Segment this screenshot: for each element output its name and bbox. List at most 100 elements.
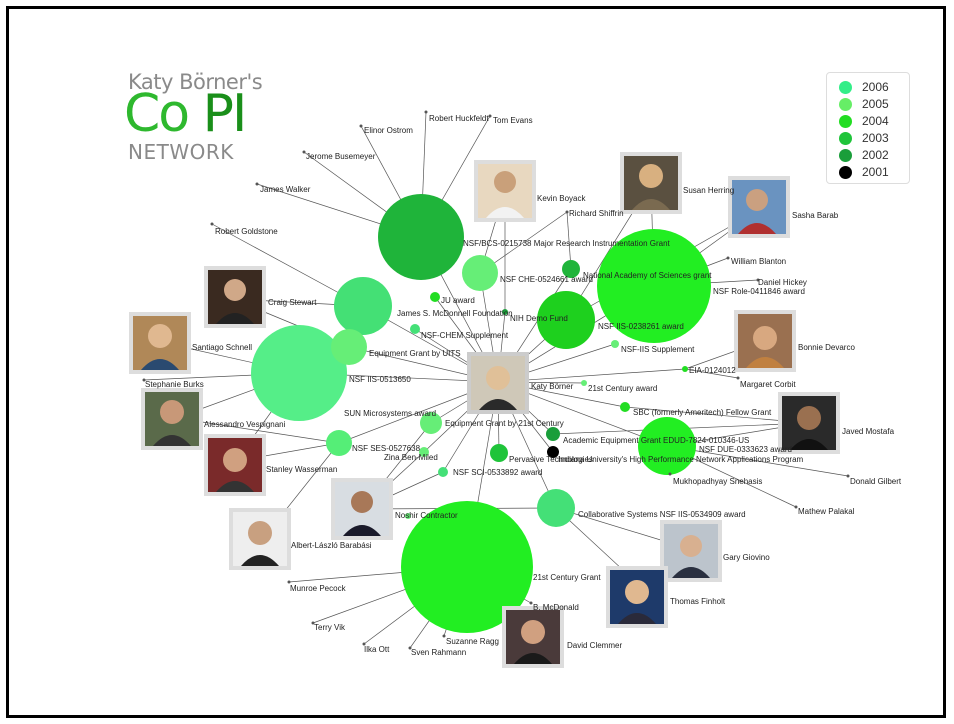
portrait-katy-borner <box>467 352 529 414</box>
label-susan-herring: Susan Herring <box>683 186 734 195</box>
label-donald-gilbert: Donald Gilbert <box>850 477 902 486</box>
legend-swatch <box>839 80 852 94</box>
portrait-susan-herring <box>620 152 682 214</box>
grant-bubble <box>378 194 464 280</box>
label-stanley-wasserman: Stanley Wasserman <box>266 465 337 474</box>
label-richard-shiffrin: Richard Shiffrin <box>569 209 624 218</box>
label-jerome-busemeyer: Jerome Busemeyer <box>306 152 376 161</box>
label-ilka-ott: Ilka Ott <box>364 645 390 654</box>
label-tom-evans: Tom Evans <box>493 116 533 125</box>
grant-bubble <box>405 513 411 519</box>
label-grant-mcdonnell: James S. McDonnell Foundation <box>397 309 513 318</box>
grant-bubble <box>326 430 352 456</box>
label-elinor-ostrom: Elinor Ostrom <box>364 126 413 135</box>
label-grant-sbc: SBC (formerly Ameritech) Fellow Grant <box>633 408 772 417</box>
grant-bubble <box>419 447 429 457</box>
grant-bubble <box>537 291 595 349</box>
portrait-sasha-barab <box>728 176 790 238</box>
grant-bubble <box>562 260 580 278</box>
label-grant-ju: JU award <box>441 296 475 305</box>
legend-swatch <box>839 148 852 162</box>
legend-year: 2003 <box>862 131 889 145</box>
label-grant-nsf-iis-supplement: NSF-IIS Supplement <box>621 345 695 354</box>
label-gary-giovino: Gary Giovino <box>723 553 770 562</box>
label-katy-borner: Katy Börner <box>531 382 574 391</box>
grant-bubble <box>331 329 367 365</box>
label-grant-nih-demo: NIH Demo Fund <box>510 314 568 323</box>
portrait-javed-mostafa <box>778 392 840 454</box>
legend-item: 2002 <box>839 147 889 163</box>
label-william-blanton: William Blanton <box>731 257 786 266</box>
header-pi: PI <box>202 84 248 144</box>
legend-item: 2005 <box>839 96 889 112</box>
label-mathew-palakal: Mathew Palakal <box>798 507 855 516</box>
grant-bubble <box>462 255 498 291</box>
header-network: NETWORK <box>128 140 234 164</box>
label-grant-sun: SUN Microsystems award <box>344 409 436 418</box>
label-bonnie-devarco: Bonnie Devarco <box>798 343 855 352</box>
legend-swatch <box>839 97 852 111</box>
person-dots <box>142 110 850 650</box>
label-santiago-schnell: Santiago Schnell <box>192 343 252 352</box>
grant-bubble <box>581 380 587 386</box>
label-grant-nsf-iis-0513650: NSF IIS-0513650 <box>349 375 411 384</box>
legend-item: 2006 <box>839 79 889 95</box>
label-grant-iu-hpn: Indiana University's High Performance Ne… <box>558 455 804 464</box>
portrait-alessandro-vespignani <box>141 388 203 450</box>
portrait-santiago-schnell <box>129 312 191 374</box>
label-sven-rahmann: Sven Rahmann <box>411 648 466 657</box>
label-robert-goldstone: Robert Goldstone <box>215 227 278 236</box>
label-javed-mostafa: Javed Mostafa <box>842 427 895 436</box>
grant-bubble <box>597 229 711 343</box>
labels: Robert Huckfeldt Tom Evans Elinor Ostrom… <box>145 114 902 657</box>
portrait-noshir-contractor <box>331 478 393 540</box>
grant-bubble <box>490 444 508 462</box>
grant-bubble <box>251 325 347 421</box>
label-grant-collaborative-systems: Collaborative Systems NSF IIS-0534909 aw… <box>578 510 746 519</box>
grant-bubble <box>410 324 420 334</box>
label-grant-nsf-due: NSF DUE-0333623 award <box>699 445 792 454</box>
label-b-mcdonald: B. McDonald <box>533 603 579 612</box>
grant-bubble <box>547 446 559 458</box>
label-daniel-hickey: Daniel Hickey <box>758 278 807 287</box>
grant-bubble <box>438 467 448 477</box>
portrait-albert-laszlo-barabasi <box>229 508 291 570</box>
label-terry-vik: Terry Vik <box>314 623 346 632</box>
label-craig-stewart: Craig Stewart <box>268 298 317 307</box>
grant-bubble <box>502 309 508 315</box>
label-kevin-boyack: Kevin Boyack <box>537 194 586 203</box>
label-james-walker: James Walker <box>260 185 311 194</box>
portrait-gary-giovino <box>660 520 722 582</box>
label-grant-nsf-role: NSF Role-0411846 award <box>713 287 805 296</box>
legend-item: 2003 <box>839 130 889 146</box>
grant-bubble <box>638 417 696 475</box>
label-thomas-finholt: Thomas Finholt <box>670 597 726 606</box>
portrait-david-clemmer <box>502 606 564 668</box>
label-grant-21st-equipment: Equipment Grant by 21st Century <box>445 419 564 428</box>
legend-swatch <box>839 114 852 128</box>
label-grant-eia: EIA-0124012 <box>689 366 736 375</box>
grant-bubble <box>334 277 392 335</box>
label-stephanie-burks: Stephanie Burks <box>145 380 204 389</box>
label-grant-uits: Equipment Grant by UITS <box>369 349 461 358</box>
label-zina-ben-miled: Zina Ben-Miled <box>384 453 438 462</box>
grant-bubble <box>430 292 440 302</box>
label-grant-pervasive: Pervasive Technologies <box>509 455 593 464</box>
label-grant-21st-award: 21st Century award <box>588 384 657 393</box>
portrait-craig-stewart <box>204 266 266 328</box>
header-co: Co <box>124 84 190 144</box>
label-alessandro-vespignani: Alessandro Vespignani <box>204 420 286 429</box>
label-munroe-pecock: Munroe Pecock <box>290 584 347 593</box>
legend-year: 2006 <box>862 80 889 94</box>
label-grant-21st-century: 21st Century Grant <box>533 573 601 582</box>
grant-bubble <box>611 340 619 348</box>
legend-year: 2002 <box>862 148 889 162</box>
legend-year: 2005 <box>862 97 889 111</box>
portrait-stanley-wasserman <box>204 434 266 496</box>
label-robert-huckfeldt: Robert Huckfeldt <box>429 114 489 123</box>
grant-bubble <box>537 489 575 527</box>
portrait-kevin-boyack <box>474 160 536 222</box>
grant-bubble <box>620 402 630 412</box>
grant-bubble <box>420 412 442 434</box>
